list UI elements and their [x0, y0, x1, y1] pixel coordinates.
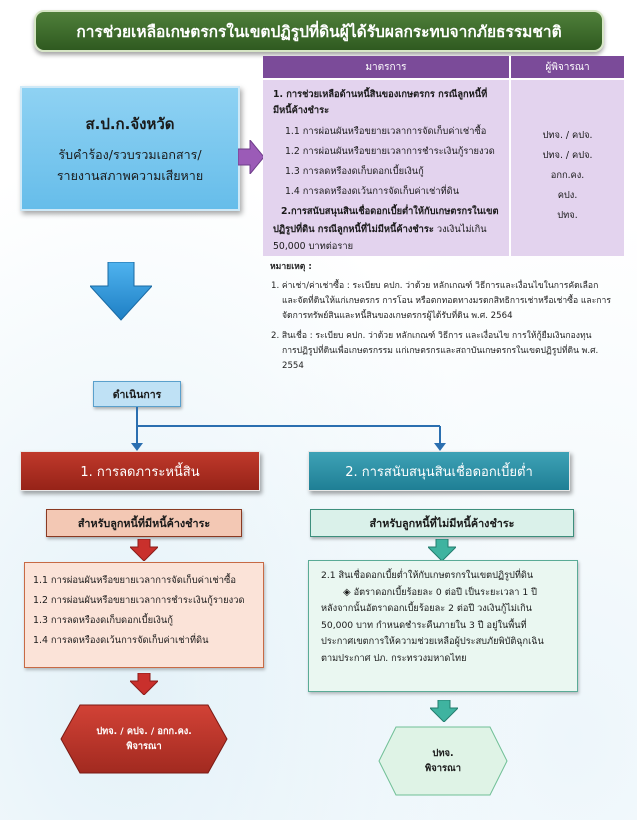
- diamond-bullet-icon: ◈: [343, 586, 351, 598]
- left-branch-item: 1.3 การลดหรืองดเก็บดอกเบี้ยเงินกู้: [33, 615, 173, 626]
- measure-item: 1.2 การผ่อนผันหรือขยายเวลาการชำระเงินกู้…: [285, 146, 495, 157]
- right-branch-line: หลังจากนั้นอัตราดอกเบี้ยร้อยละ 2 ต่อปี ว…: [321, 603, 532, 615]
- left-branch-item: 1.1 การผ่อนผันหรือขยายเวลาการจัดเก็บค่าเ…: [33, 575, 237, 586]
- note-line: จัดการทรัพย์สินและหนี้สินของเกษตรกรผู้ได…: [282, 311, 513, 321]
- measure-approver: ปทจ.: [557, 210, 578, 221]
- left-branch-item: 1.4 การลดหรืองดเว้นการจัดเก็บค่าเช่าที่ด…: [33, 635, 209, 646]
- right-branch-line: ◈ อัตราดอกเบี้ยร้อยละ 0 ต่อปี เป็นระยะเว…: [321, 585, 577, 602]
- right-branch-text: อัตราดอกเบี้ยร้อยละ 0 ต่อปี เป็นระยะเวลา…: [353, 586, 537, 598]
- down-arrow-icon: [130, 673, 158, 695]
- note-line: 2554: [282, 361, 304, 371]
- measure1-title: มีหนี้ค้างชำระ: [273, 105, 330, 116]
- table-header-approver: ผู้พิจารณา: [545, 61, 590, 73]
- measure-approver: อกก.คง.: [550, 170, 585, 181]
- measures-table: มาตรการ ผู้พิจารณา 1. การช่วยเหลือด้านหน…: [263, 56, 624, 256]
- note-line: การปฏิรูปที่ดินเพื่อเกษตรกรรม แก่เกษตรกร…: [282, 346, 599, 356]
- office-description: รับคำร้อง/รวบรวมเอกสาร/ รายงานสภาพความเส…: [22, 144, 238, 186]
- measure-approver: ปทจ. / คปจ.: [542, 130, 593, 141]
- right-decision-line: พิจารณา: [425, 763, 461, 774]
- measure2-amount: 50,000 บาทต่อราย: [273, 241, 354, 252]
- office-box: ส.ป.ก.จังหวัด รับคำร้อง/รวบรวมเอกสาร/ รา…: [20, 86, 240, 211]
- table-header-row: มาตรการ ผู้พิจารณา: [263, 56, 624, 78]
- measure-item: 1.3 การลดหรืองดเก็บดอกเบี้ยเงินกู้: [285, 166, 424, 177]
- measure-item: 1.1 การผ่อนผันหรือขยายเวลาการจัดเก็บค่าเ…: [285, 126, 487, 137]
- down-arrow-icon: [90, 262, 152, 321]
- office-desc-line: รายงานสภาพความเสียหาย: [56, 168, 204, 183]
- right-branch-header: 2. การสนับสนุนสินเชื่อดอกเบี้ยต่ำ: [308, 451, 570, 491]
- right-branch-content: 2.1 สินเชื่อดอกเบี้ยต่ำให้กับเกษตรกรในเข…: [308, 560, 578, 692]
- note-line: 2. สินเชื่อ : ระเบียบ คปก. ว่าด้วย หลักเ…: [271, 331, 592, 341]
- page-title: การช่วยเหลือเกษตรกรในเขตปฏิรูปที่ดินผู้ไ…: [34, 10, 604, 52]
- measure2-title: 2.การสนับสนุนสินเชื่อดอกเบี้ยต่ำให้กับเก…: [281, 206, 499, 217]
- right-branch-line: ตามประกาศ ปภ. กระทรวงมหาดไทย: [321, 652, 467, 664]
- left-decision-line: ปทจ. / คปจ. / อกก.คง.: [96, 726, 192, 737]
- note-line: 1. ค่าเช่า/ค่าเช่าซื้อ : ระเบียบ คปก. ว่…: [271, 281, 599, 291]
- measure2-title: ปฏิรูปที่ดิน กรณีลูกหนี้ที่ไม่มีหนี้ค้าง…: [273, 222, 487, 238]
- right-branch-line: ประกาศเขตการให้ความช่วยเหลือผู้ประสบภัยพ…: [321, 636, 544, 648]
- left-decision-text: ปทจ. / คปจ. / อกก.คง. พิจารณา: [60, 724, 228, 754]
- office-title: ส.ป.ก.จังหวัด: [85, 115, 175, 133]
- left-decision-shape: [60, 704, 228, 774]
- down-arrow-icon: [130, 539, 158, 561]
- office-desc-line: รับคำร้อง/รวบรวมเอกสาร/: [58, 147, 202, 162]
- measure2-bold: ปฏิรูปที่ดิน กรณีลูกหนี้ที่ไม่มีหนี้ค้าง…: [273, 224, 434, 235]
- right-branch-line: 2.1 สินเชื่อดอกเบี้ยต่ำให้กับเกษตรกรในเข…: [321, 570, 534, 581]
- measure2-normal: วงเงินไม่เกิน: [433, 224, 487, 235]
- notes-heading: หมายเหตุ :: [270, 262, 312, 272]
- measure-approver: คปง.: [557, 190, 578, 201]
- operation-box: ดำเนินการ: [93, 381, 181, 407]
- left-decision-line: พิจารณา: [126, 741, 162, 752]
- right-branch-line: 50,000 บาท กำหนดชำระคืนภายใน 3 ปี อยู่ใน…: [321, 619, 527, 631]
- left-branch-item: 1.2 การผ่อนผันหรือขยายเวลาการชำระเงินกู้…: [33, 595, 245, 606]
- left-branch-subheader: สำหรับลูกหนี้ที่มีหนี้ค้างชำระ: [46, 509, 242, 537]
- down-arrow-icon: [430, 700, 458, 722]
- right-decision-line: ปทจ.: [432, 748, 454, 759]
- right-branch-subheader: สำหรับลูกหนี้ที่ไม่มีหนี้ค้างชำระ: [310, 509, 574, 537]
- measure-item: 1.4 การลดหรืองดเว้นการจัดเก็บค่าเช่าที่ด…: [285, 186, 460, 197]
- table-body: 1. การช่วยเหลือด้านหนี้สินของเกษตรกร กรณ…: [263, 80, 624, 256]
- left-branch-header: 1. การลดภาระหนี้สิน: [20, 451, 260, 491]
- right-decision-shape: [378, 726, 508, 796]
- right-arrow-icon: [238, 140, 264, 174]
- down-arrow-icon: [428, 539, 456, 561]
- right-decision-text: ปทจ. พิจารณา: [378, 746, 508, 776]
- table-column-separator: [509, 56, 511, 256]
- note-line: และจัดที่ดินให้แก่เกษตรกร การโอน หรือตกท…: [282, 296, 611, 306]
- table-header-measures: มาตรการ: [365, 61, 407, 73]
- left-branch-items: 1.1 การผ่อนผันหรือขยายเวลาการจัดเก็บค่าเ…: [24, 562, 264, 668]
- measure-approver: ปทจ. / คปจ.: [542, 150, 593, 161]
- measure1-title: 1. การช่วยเหลือด้านหนี้สินของเกษตรกร กรณ…: [273, 89, 488, 100]
- branch-connector: [131, 407, 446, 451]
